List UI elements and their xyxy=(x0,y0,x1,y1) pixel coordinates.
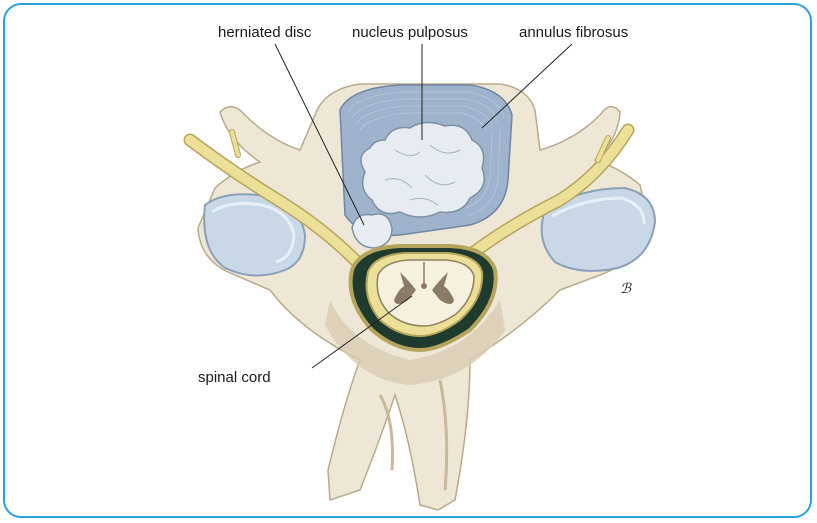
label-herniated-disc: herniated disc xyxy=(218,24,312,41)
label-nucleus-pulposus: nucleus pulposus xyxy=(352,24,468,41)
artist-signature-icon: ℬ xyxy=(620,282,632,297)
label-annulus-fibrosus: annulus fibrosus xyxy=(519,24,628,41)
label-spinal-cord: spinal cord xyxy=(198,369,271,386)
